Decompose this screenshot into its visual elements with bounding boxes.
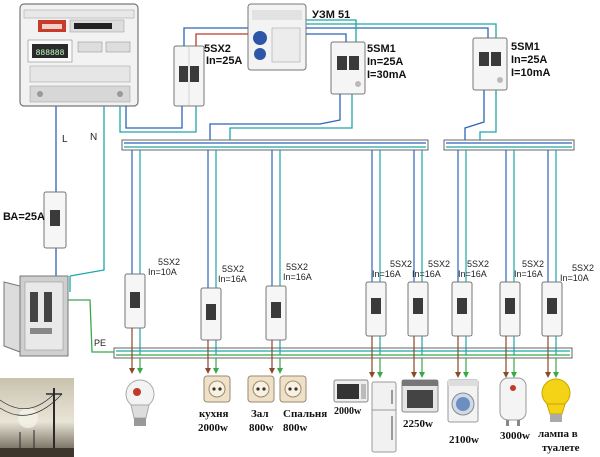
rcd2-model: 5SM1: [511, 41, 540, 53]
branch-7-model: 5SX2: [522, 259, 544, 269]
oven-power: 2250w: [403, 418, 433, 430]
rcd2-rating: In=25A: [511, 54, 547, 66]
branch-1-model: 5SX2: [158, 257, 180, 267]
branch-4-rating: In=16A: [372, 269, 401, 279]
rcd-10ma: [472, 37, 508, 91]
branch-7-rating: In=16A: [514, 269, 543, 279]
branch-5-rating: In=16A: [412, 269, 441, 279]
energy-meter: 888888: [19, 3, 139, 107]
rcd1-model: 5SM1: [367, 43, 396, 55]
line-label: L: [62, 134, 68, 145]
distribution-bus-bottom: [113, 347, 573, 359]
branch-5-model: 5SX2: [428, 259, 450, 269]
rcd1-leak: I=30mA: [367, 69, 406, 81]
branch-2-model: 5SX2: [222, 264, 244, 274]
branch-breaker-2: [200, 287, 222, 341]
oven-icon: [401, 379, 439, 413]
uzm-label: УЗМ 51: [312, 9, 350, 21]
branch-3-model: 5SX2: [286, 262, 308, 272]
washing-machine-icon: [447, 379, 479, 423]
hall-power: 800w: [249, 422, 274, 434]
hall-socket-icon: [247, 375, 275, 403]
toilet-lamp-line1: лампа в: [538, 428, 578, 440]
branch-8-rating: In=10A: [560, 273, 589, 283]
branch-1-rating: In=10A: [148, 267, 177, 277]
load-feeds: [131, 328, 557, 374]
light-bulb-icon: [541, 378, 571, 422]
kitchen-name: кухня: [199, 408, 229, 420]
distribution-bus-top: [121, 139, 575, 151]
branch-2-rating: In=16A: [218, 274, 247, 284]
svg-text:888888: 888888: [36, 49, 65, 58]
input-breaker: [43, 191, 67, 249]
kitchen-power: 2000w: [198, 422, 228, 434]
main-breaker: [173, 45, 205, 107]
service-panel: [3, 275, 69, 357]
washer-power: 2100w: [449, 434, 479, 446]
neutral-label: N: [90, 132, 97, 143]
branch-breaker-1: [124, 273, 146, 329]
branch-8-model: 5SX2: [572, 263, 594, 273]
branch-breaker-5: [407, 281, 429, 337]
upper-wiring: [119, 19, 497, 140]
water-heater-icon: [499, 377, 527, 426]
power-line-photo: [0, 378, 74, 457]
branch-6-rating: In=16A: [458, 269, 487, 279]
branch-breaker-3: [265, 285, 287, 341]
branch-4-model: 5SX2: [390, 259, 412, 269]
fridge-icon: [371, 381, 397, 453]
bedroom-power: 800w: [283, 422, 308, 434]
branch-3-rating: In=16A: [283, 272, 312, 282]
bedroom-socket-icon: [279, 375, 307, 403]
led-bulb-icon: [125, 379, 155, 426]
rcd-30ma: [330, 41, 366, 95]
branch-breaker-7: [499, 281, 521, 337]
toilet-lamp-line2: туалете: [542, 442, 580, 454]
boiler-power: 3000w: [500, 430, 530, 442]
kitchen-socket-icon: [203, 375, 231, 403]
branch-breaker-8: [541, 281, 563, 337]
pe-label: PE: [94, 338, 106, 348]
microwave-power: 2000w: [334, 406, 362, 417]
branch-6-model: 5SX2: [467, 259, 489, 269]
input-breaker-label: ВА=25А: [3, 211, 45, 223]
rcd2-leak: I=10mA: [511, 67, 550, 79]
main-breaker-rating: In=25A: [206, 55, 242, 67]
branch-breaker-6: [451, 281, 473, 337]
hall-name: Зал: [251, 408, 269, 420]
bedroom-name: Спальня: [283, 408, 327, 420]
branch-breaker-4: [365, 281, 387, 337]
arrowheads: [129, 368, 559, 378]
main-breaker-model: 5SX2: [204, 43, 231, 55]
rcd1-rating: In=25A: [367, 56, 403, 68]
uzm-relay: [247, 3, 307, 71]
branch-feeds: [131, 150, 557, 355]
microwave-icon: [333, 379, 369, 403]
